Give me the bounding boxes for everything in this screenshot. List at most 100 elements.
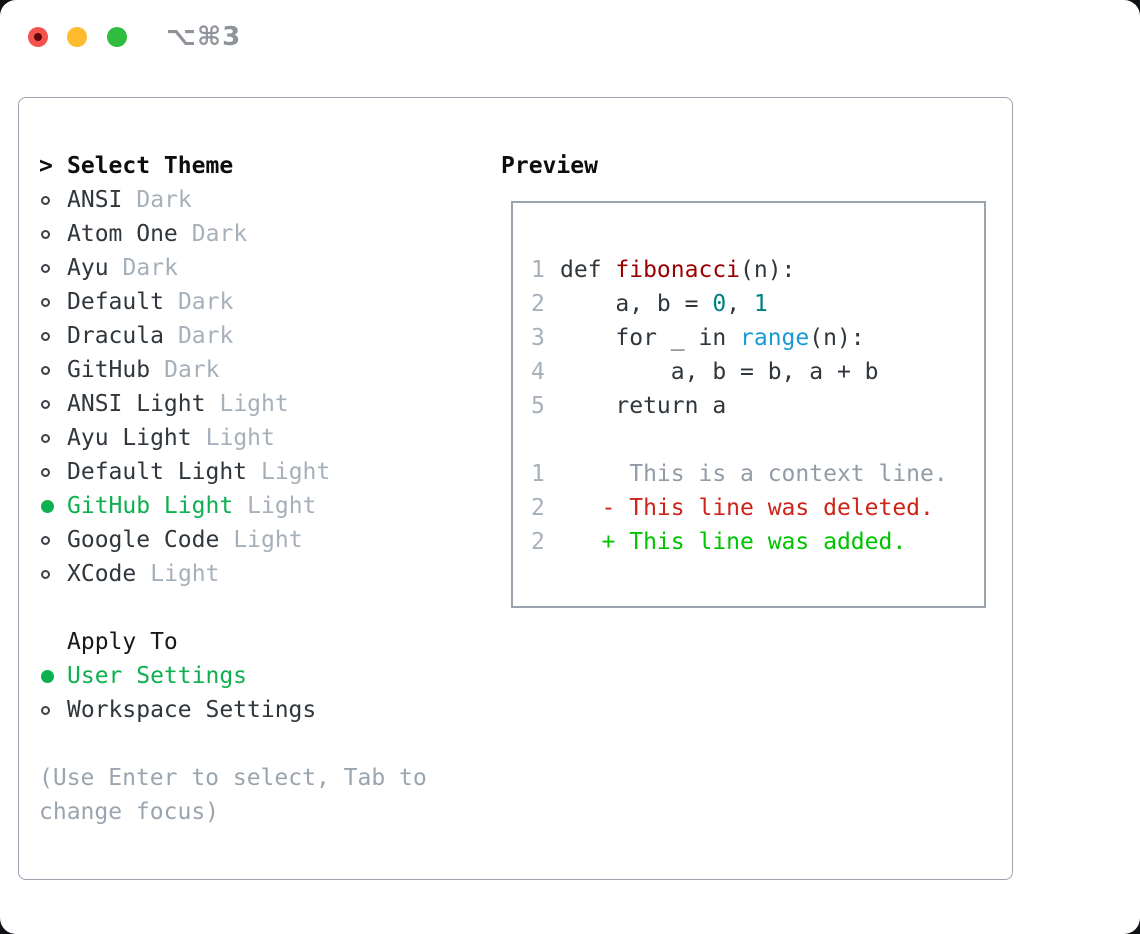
theme-name: XCode (67, 561, 137, 587)
diff-line-text: This is a context line. (560, 461, 948, 487)
radio-icon (41, 569, 50, 579)
theme-variant-label: Light (261, 459, 331, 485)
line-number: 3 (531, 325, 545, 351)
theme-name: Atom One (67, 221, 178, 247)
line-number: 1 (531, 257, 545, 283)
theme-variant-label: Light (219, 391, 289, 417)
select-theme-heading-row: > Select Theme (39, 149, 427, 183)
code-line: 5 return a (531, 389, 948, 423)
hint-text-line-1: (Use Enter to select, Tab to (39, 765, 427, 791)
radio-icon (41, 331, 50, 341)
diff-line-text: - This line was deleted. (560, 495, 934, 521)
theme-variant-label: Dark (136, 187, 192, 213)
theme-name: ANSI (67, 187, 123, 213)
radio-icon (41, 467, 50, 477)
theme-option[interactable]: ANSI Dark (39, 183, 427, 217)
code-line: 2 a, b = 0, 1 (531, 287, 948, 321)
blank-line (531, 423, 948, 457)
hint-text-line-2: change focus) (39, 799, 220, 825)
apply-to-option[interactable]: User Settings (39, 659, 427, 693)
theme-variant-label: Dark (164, 357, 220, 383)
line-number: 5 (531, 393, 545, 419)
code-segment: 0 (712, 291, 727, 317)
line-number: 2 (531, 529, 545, 555)
theme-option[interactable]: Ayu Light Light (39, 421, 427, 455)
radio-icon (41, 365, 50, 375)
theme-name: Ayu Light (67, 425, 192, 451)
apply-to-option[interactable]: Workspace Settings (39, 693, 427, 727)
radio-icon (41, 399, 50, 409)
radio-icon (41, 263, 50, 273)
preview-heading: Preview (501, 153, 598, 179)
theme-name: Google Code (67, 527, 220, 553)
radio-icon (41, 229, 50, 239)
apply-to-label: Workspace Settings (67, 697, 317, 723)
theme-option[interactable]: Atom One Dark (39, 217, 427, 251)
close-button[interactable] (28, 27, 48, 47)
code-line: 3 for _ in range(n): (531, 321, 948, 355)
code-segment: def (560, 257, 616, 283)
code-segment: a, b = (560, 291, 713, 317)
theme-option[interactable]: XCode Light (39, 557, 427, 591)
radio-icon (41, 433, 50, 443)
code-segment: (n): (740, 257, 796, 283)
titlebar: ⌥⌘3 (0, 0, 1140, 97)
radio-icon (41, 297, 50, 307)
theme-variant-label: Dark (177, 289, 234, 315)
theme-variant-label: Light (205, 425, 275, 451)
theme-variant-label: Dark (122, 255, 178, 281)
line-number: 2 (531, 495, 545, 521)
theme-option[interactable]: Default Light Light (39, 455, 427, 489)
diff-line: 2 - This line was deleted. (531, 491, 948, 525)
diff-line-text: + This line was added. (560, 529, 907, 555)
diff-line: 2 + This line was added. (531, 525, 948, 559)
line-number: 2 (531, 291, 545, 317)
theme-name: Dracula (67, 323, 164, 349)
theme-name: Ayu (67, 255, 109, 281)
code-segment: 1 (753, 291, 768, 317)
apply-to-heading: Apply To (67, 629, 178, 655)
line-number: 4 (531, 359, 545, 385)
zoom-button[interactable] (107, 27, 127, 47)
code-segment: a, b = b, a + b (560, 359, 879, 385)
code-segment: range (740, 325, 810, 351)
theme-option[interactable]: ANSI Light Light (39, 387, 427, 421)
theme-variant-label: Light (247, 493, 317, 519)
radio-icon (41, 535, 50, 545)
theme-option[interactable]: GitHub Dark (39, 353, 427, 387)
theme-variant-label: Light (150, 561, 220, 587)
code-segment: , (726, 291, 754, 317)
selected-radio-icon (41, 669, 54, 683)
cursor-indicator: > (39, 153, 53, 179)
apply-to-heading-row: Apply To (39, 625, 427, 659)
theme-name: GitHub (67, 357, 151, 383)
theme-variant-label: Dark (191, 221, 248, 247)
select-theme-heading: Select Theme (67, 153, 234, 179)
minimize-button[interactable] (67, 27, 87, 47)
spacer (39, 591, 427, 625)
line-number: 1 (531, 461, 545, 487)
code-segment: for _ in (560, 325, 741, 351)
apply-to-label: User Settings (67, 663, 248, 689)
theme-name: ANSI Light (67, 391, 206, 417)
code-segment: return a (560, 393, 727, 419)
spacer (39, 727, 427, 761)
theme-option[interactable]: Ayu Dark (39, 251, 427, 285)
code-line: 4 a, b = b, a + b (531, 355, 948, 389)
theme-name: Default Light (67, 459, 248, 485)
selected-radio-icon (41, 499, 54, 513)
radio-icon (41, 195, 50, 205)
code-segment: (n): (809, 325, 865, 351)
